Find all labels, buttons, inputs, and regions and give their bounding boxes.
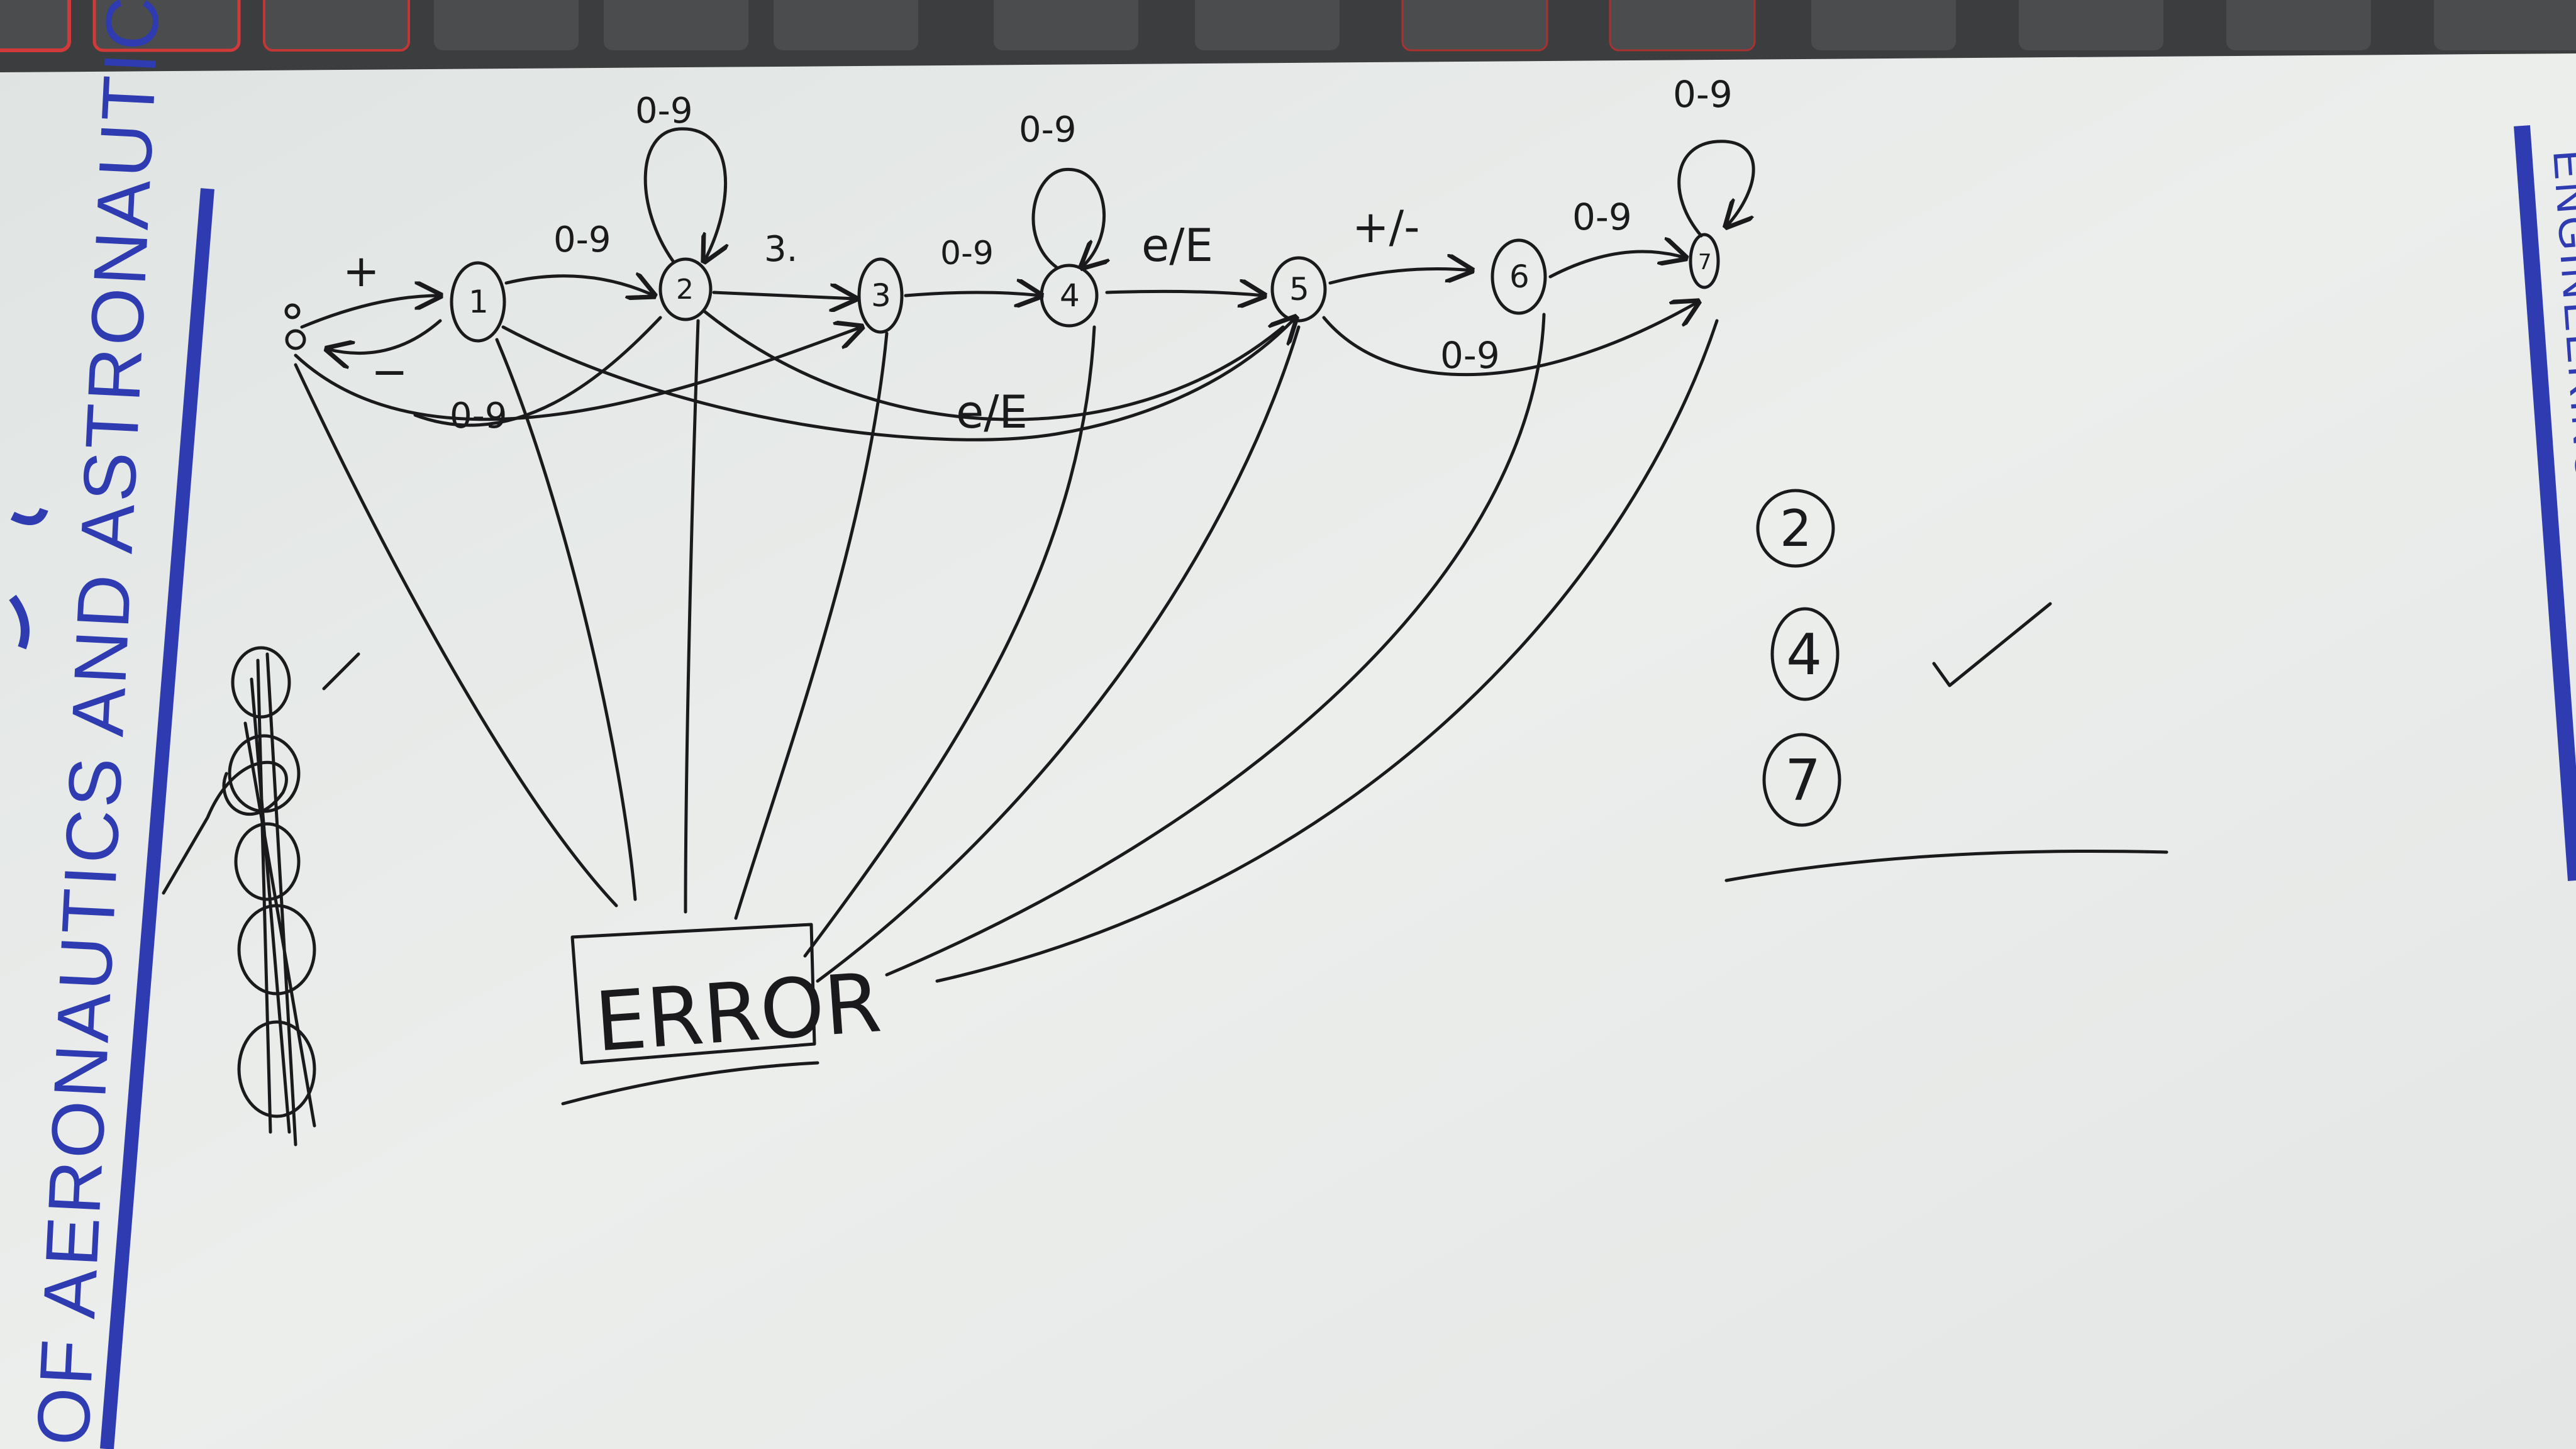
error-box [570,923,816,1065]
accepting-states-list: 2 4 7 [1724,489,2168,882]
label-5-to-7: 0-9 [1440,334,1500,377]
state-diagram [284,127,1755,1106]
check-mark-icon [1932,602,2052,687]
label-5-to-6: +/- [1352,201,1420,253]
state-3-label: 3 [871,277,891,314]
accepting-state-2: 2 [1780,499,1812,558]
state-2-label: 2 [676,274,694,306]
state-0-mark [284,303,301,319]
label-2-to-3: 3. [764,229,797,270]
label-4-loop: 0-9 [1019,109,1076,150]
list-underline [1724,849,2168,882]
accepting-state-7-circle [1762,733,1841,827]
scribbled-out-list [162,646,360,1146]
error-label: ERROR [592,955,884,1070]
accepting-state-4: 4 [1786,622,1822,688]
state-0 [285,329,306,350]
accepting-state-7: 7 [1785,748,1821,814]
state-1-label: 1 [469,284,489,320]
state-1 [450,261,506,343]
state-5-label: 5 [1289,271,1309,308]
accepting-state-4-circle [1770,607,1840,701]
label-4-to-5: e/E [1141,219,1213,272]
accepting-state-2-circle [1756,489,1835,568]
state-3 [857,257,904,334]
state-6-label: 6 [1509,258,1530,295]
edge-labels: + − 0-9 0-9 0-9 3. 0-9 0-9 e/E e/E +/- 0… [343,73,1733,438]
label-start-minus: − [371,346,408,397]
state-7-label: 7 [1698,250,1712,275]
label-1-to-2: 0-9 [553,219,611,260]
keyboard-keys [0,0,2576,52]
state-numbers: 1 2 3 4 5 6 7 [469,250,1712,320]
label-2-to-5: e/E [956,386,1028,438]
label-start-plus: + [343,245,380,297]
letterhead-right: ENGINEERING [2514,125,2576,881]
state-6 [1491,238,1547,315]
label-2-loop: 0-9 [635,91,692,131]
label-3-to-4: 0-9 [940,235,994,272]
paper-sheet [0,53,2576,1449]
state-4-label: 4 [1060,277,1080,314]
label-7-loop: 0-9 [1673,73,1733,116]
label-start-to-2: 0-9 [450,396,507,436]
label-6-to-7: 0-9 [1572,196,1632,238]
